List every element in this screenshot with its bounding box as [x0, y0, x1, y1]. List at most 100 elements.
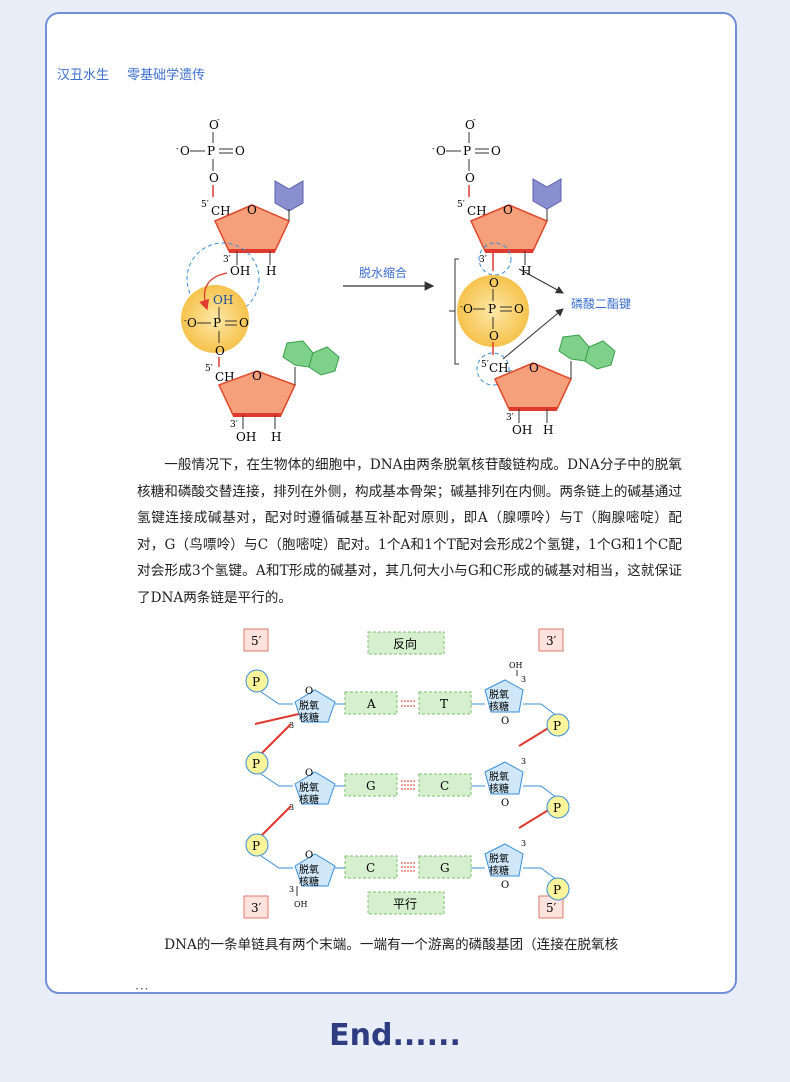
five-prime-label: 5′ [201, 200, 209, 210]
condensation-arrow-label: 脱水缩合 [359, 265, 407, 280]
svg-text:脱氧: 脱氧 [299, 863, 319, 876]
svg-text:P: P [463, 144, 471, 158]
svg-text:O: O [489, 276, 499, 290]
ester-o: O [209, 171, 219, 185]
svg-text:P: P [553, 801, 561, 815]
svg-text:核糖: 核糖 [489, 782, 509, 795]
svg-text:O: O [491, 144, 501, 158]
svg-text:OH: OH [509, 661, 523, 670]
svg-text:3: 3 [521, 839, 526, 848]
header-author: 汉丑水生 [57, 68, 110, 83]
svg-text:CH: CH [489, 361, 509, 375]
label-3prime-top-right: 3′ [546, 634, 557, 648]
base-pairing-figure: 5′ 3′ 3′ 5′ 反向 平行 P O 脱氧 核糖 3 [243, 628, 570, 919]
svg-text:-: - [460, 302, 463, 311]
svg-text:O: O [436, 144, 446, 158]
svg-text:核糖: 核糖 [489, 864, 509, 877]
svg-text:-: - [176, 144, 179, 153]
svg-text:O: O [514, 302, 524, 316]
svg-text:OH: OH [294, 900, 308, 909]
base-right-3: G [440, 861, 450, 875]
right-bottom-nucleotide: 5′ CH 2 O 3′ OH H [481, 334, 616, 437]
svg-text:H: H [271, 430, 281, 444]
svg-text:O: O [489, 329, 499, 343]
base-right-1: T [440, 697, 448, 711]
pair-row-3: P O 脱氧 核糖 3 OH C G 脱氧 核糖 O 3 P [245, 833, 570, 909]
svg-text:脱氧: 脱氧 [299, 699, 319, 712]
svg-text:5′: 5′ [457, 200, 465, 210]
deoxyribose-pentagon [213, 204, 291, 252]
svg-text:5′: 5′ [481, 360, 489, 370]
svg-text:CH: CH [467, 204, 487, 218]
condensation-figure: O - - O P O O 5′ CH 2 O 3′ OH H [176, 115, 631, 444]
svg-text:核糖: 核糖 [299, 875, 319, 888]
svg-text:脱氧: 脱氧 [299, 781, 319, 794]
phosphodiester-bond-label: 磷酸二酯键 [571, 296, 631, 311]
phosphorus: P [207, 144, 215, 158]
base-left-1: A [366, 697, 376, 711]
svg-text:H: H [521, 264, 531, 278]
svg-text:脱氧: 脱氧 [489, 770, 509, 783]
ring-o: O [247, 203, 257, 217]
svg-text:P: P [252, 839, 260, 853]
page-card: 汉丑水生 零基础学遗传 O - - O P O O 5′ [45, 12, 737, 994]
svg-text:O: O [501, 798, 509, 809]
svg-text:-: - [432, 144, 435, 153]
reaction-arrow [199, 272, 228, 311]
svg-text:O: O [465, 118, 475, 132]
svg-text:核糖: 核糖 [299, 793, 319, 806]
svg-text:O: O [501, 880, 509, 891]
ch2-label: CH [211, 204, 231, 218]
base-right-2: C [440, 779, 449, 793]
base-left-2: G [366, 779, 376, 793]
svg-text:5′: 5′ [205, 364, 213, 374]
o-minus-top: O [209, 118, 219, 132]
corner-labels: 5′ 3′ 3′ 5′ 反向 平行 [243, 628, 564, 919]
svg-text:3′: 3′ [479, 255, 487, 265]
svg-text:3: 3 [289, 885, 294, 894]
svg-text:3: 3 [289, 803, 294, 812]
label-parallel: 平行 [393, 897, 417, 911]
right-phosphate: O - O P O O [460, 276, 524, 355]
purine-base [282, 340, 314, 368]
label-5prime-top-left: 5′ [251, 634, 262, 648]
svg-text:OH: OH [236, 430, 256, 444]
pair-row-2: P O 脱氧 核糖 3 G C 脱氧 核糖 O 3 P [245, 751, 570, 819]
svg-text:P: P [553, 719, 561, 733]
base-left-3: C [366, 861, 375, 875]
label-antiparallel: 反向 [393, 636, 417, 651]
svg-text:O: O [252, 369, 262, 383]
svg-text:3: 3 [521, 675, 526, 684]
svg-text:O: O [305, 850, 313, 861]
bond-bracket [449, 258, 459, 365]
svg-text:O: O [463, 302, 473, 316]
h-label: H [266, 264, 276, 278]
svg-text:O: O [187, 316, 197, 330]
svg-text:3: 3 [289, 721, 294, 730]
svg-text:3′: 3′ [230, 420, 238, 430]
svg-text:核糖: 核糖 [489, 700, 509, 713]
svg-text:P: P [252, 675, 260, 689]
paragraph-single-strand: DNA的一条单链具有两个末端。一端有一个游离的磷酸基团（连接在脱氧核 [164, 937, 619, 953]
svg-text:P: P [488, 302, 496, 316]
svg-text:-: - [473, 115, 476, 124]
right-top-nucleotide: O - - O P O O 5′ CH 2 O 3′ H [432, 115, 562, 278]
svg-text:O: O [529, 361, 539, 375]
svg-text:O: O [501, 716, 509, 727]
svg-text:O: O [239, 316, 249, 330]
double-bond-o: O [235, 144, 245, 158]
header-book-title: 零基础学遗传 [127, 68, 206, 83]
base-hexagon [274, 180, 304, 212]
svg-text:O: O [215, 344, 225, 358]
oh-label: OH [230, 264, 250, 278]
bond-pointer-lower [502, 308, 564, 360]
svg-text:P: P [252, 757, 260, 771]
left-bottom-nucleotide: 5′ CH 2 O 3′ OH H [205, 340, 340, 444]
svg-text:P: P [553, 883, 561, 897]
svg-text:O: O [305, 686, 313, 697]
end-banner: End...... [329, 1018, 461, 1053]
svg-text:P: P [213, 316, 221, 330]
svg-text:OH: OH [512, 423, 532, 437]
continuation-dots: ··· [135, 982, 150, 994]
svg-text:脱氧: 脱氧 [489, 688, 509, 701]
